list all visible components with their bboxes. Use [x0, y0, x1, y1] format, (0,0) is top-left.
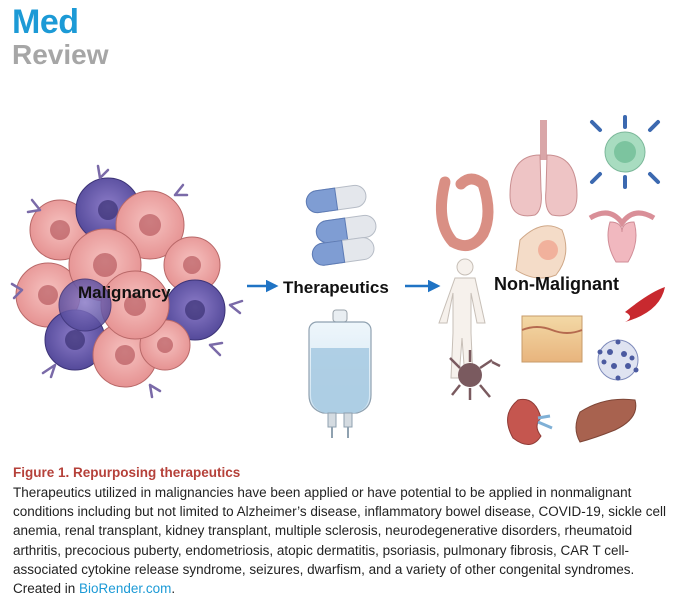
neuron-icon — [449, 350, 501, 400]
iv-bag-icon — [308, 309, 372, 438]
label-non-malignant: Non-Malignant — [494, 274, 619, 294]
skin-layer-icon — [521, 315, 583, 363]
caption-end: . — [171, 581, 176, 597]
sickle-cell-icon — [625, 287, 665, 322]
car-t-cell-icon — [590, 115, 660, 189]
label-malignancy: Malignancy — [78, 283, 171, 302]
journal-name-med: Med — [12, 3, 79, 41]
virus-icon — [597, 339, 639, 381]
caption-text: Therapeutics utilized in malignancies ha… — [13, 485, 667, 597]
human-body-icon — [438, 258, 486, 379]
knee-joint-icon — [515, 225, 567, 279]
caption-body: Therapeutics utilized in malignancies ha… — [13, 483, 673, 598]
malignancy-cell-cluster — [10, 164, 244, 399]
lungs-icon — [509, 120, 578, 217]
liver-icon — [575, 398, 637, 443]
figure-caption: Figure 1. Repurposing therapeutics Thera… — [13, 463, 673, 598]
kidney-icon — [507, 398, 553, 445]
biorender-link[interactable]: BioRender.com — [79, 581, 172, 597]
journal-name-review: Review — [12, 39, 109, 70]
capsule-pills-icon — [305, 184, 377, 266]
figure-illustration: Malignancy Therapeutics — [10, 115, 665, 445]
intestine-icon — [435, 173, 494, 252]
label-therapeutics: Therapeutics — [283, 278, 389, 297]
uterus-icon — [588, 210, 656, 263]
caption-title: Figure 1. Repurposing therapeutics — [13, 465, 241, 480]
